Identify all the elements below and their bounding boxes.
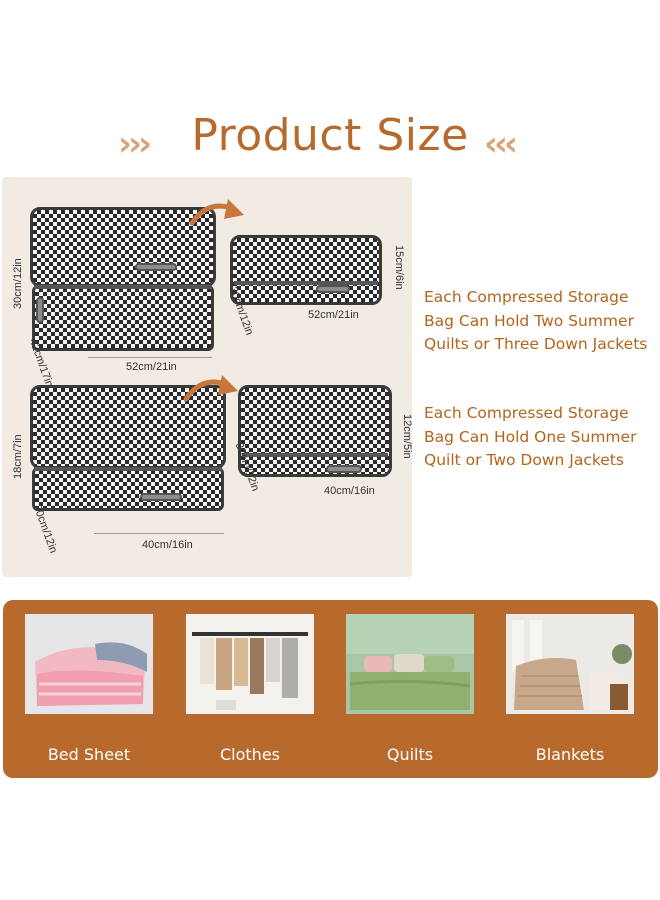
bag-handle: [140, 493, 182, 501]
bag-handle: [135, 263, 177, 271]
small-bag-width-label: 40cm/16in: [142, 539, 193, 551]
large-bag-width-label: 52cm/21in: [126, 361, 177, 373]
bag-base: [32, 467, 224, 511]
curved-arrow-icon: [183, 375, 238, 402]
bag-lid: [30, 207, 216, 287]
chevron-right-icon: ›››: [118, 124, 152, 164]
small-bag-compressed-height-label: 12cm/5in: [401, 414, 413, 459]
bed-sheet-image: [25, 614, 153, 714]
quilts-label: Quilts: [386, 745, 434, 764]
bag-lid: [230, 235, 382, 305]
page-title: Product Size: [191, 110, 469, 161]
small-bag-expanded-image: [30, 385, 226, 533]
product-size-panel: 30cm/12in 42cm/17in 52cm/21in 15cm/6in 3…: [2, 177, 412, 577]
bed-sheet-label: Bed Sheet: [47, 745, 131, 764]
chevron-left-icon: ‹‹‹: [484, 124, 518, 164]
small-bag-description: Each Compressed Storage Bag Can Hold One…: [424, 404, 637, 469]
large-bag-compressed-width-label: 52cm/21in: [308, 309, 359, 321]
blankets-image: [506, 614, 634, 714]
large-bag-expanded-image: [30, 207, 216, 373]
bag-lid: [30, 385, 226, 469]
clothes-label: Clothes: [220, 745, 280, 764]
large-bag-description: Each Compressed Storage Bag Can Hold Two…: [424, 288, 648, 353]
small-bag-height-label: 18cm/7in: [12, 434, 24, 479]
large-bag-compressed-height-label: 15cm/6in: [393, 245, 405, 290]
large-bag-height-label: 30cm/12in: [12, 258, 24, 309]
quilts-image: [346, 614, 474, 714]
bag-handle: [326, 465, 362, 473]
bag-base: [32, 285, 214, 351]
bag-lid: [238, 385, 392, 477]
bag-zipper: [234, 281, 378, 285]
clothes-image: [186, 614, 314, 714]
small-bag-compressed-image: [238, 385, 392, 481]
bag-handle: [316, 285, 350, 293]
bag-zipper: [34, 467, 222, 471]
small-bag-compressed-width-label: 40cm/16in: [324, 485, 375, 497]
curved-arrow-icon: [189, 199, 244, 226]
title-row: ››› Product Size ‹‹‹: [0, 110, 660, 180]
usage-section: Bed Sheet Clothes Quilts Blankets: [3, 600, 658, 778]
bag-handle: [36, 297, 44, 323]
large-bag-compressed-image: [230, 235, 382, 309]
bag-zipper: [242, 453, 388, 457]
blankets-label: Blankets: [535, 745, 605, 764]
dimension-line: [88, 357, 212, 358]
bag-zipper: [34, 285, 212, 289]
dimension-line: [94, 533, 224, 534]
